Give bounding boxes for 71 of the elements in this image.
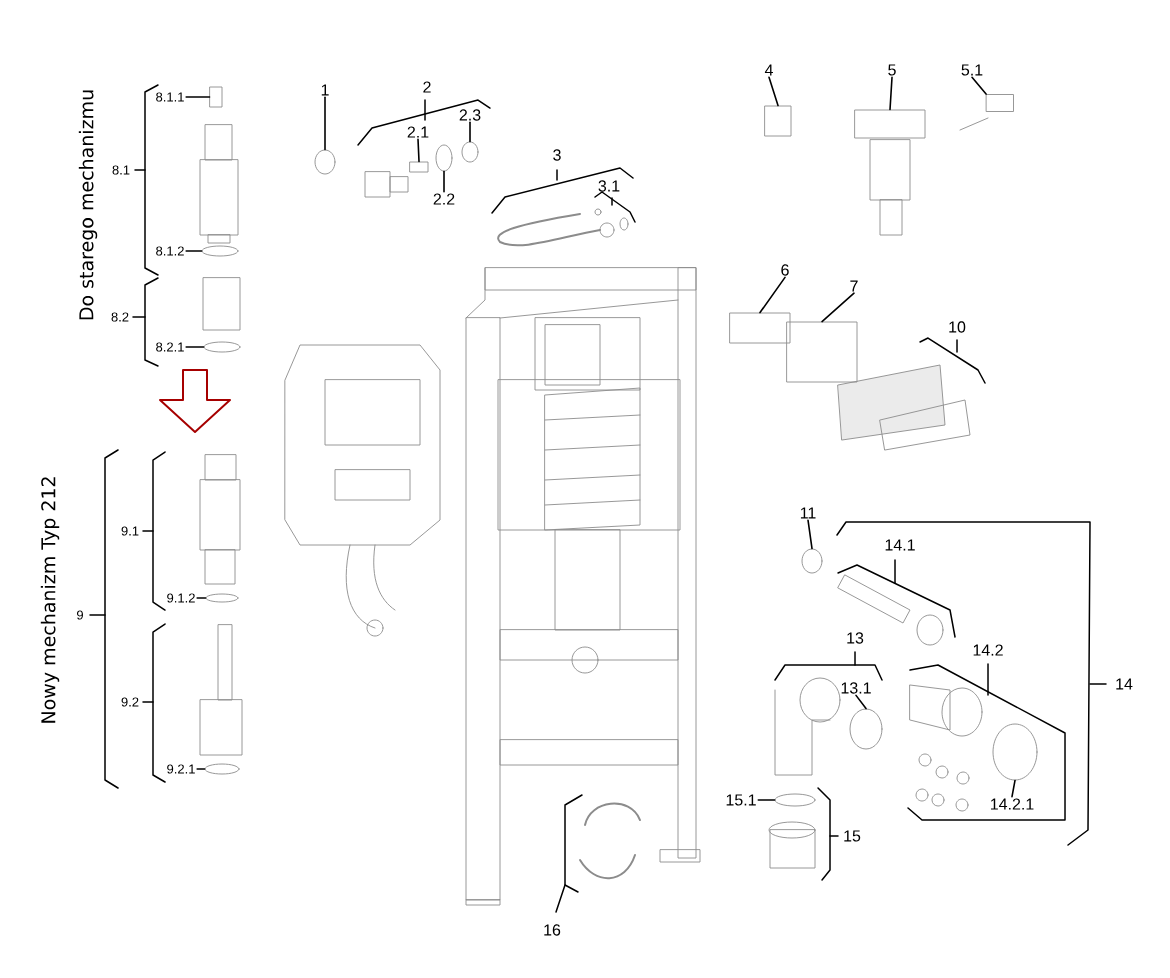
callout-number: 5.1 (961, 64, 983, 76)
callout-number: 14 (1116, 678, 1133, 690)
callout-number: 2.1 (407, 126, 429, 138)
callout-number: 3 (553, 149, 561, 161)
leader-line (196, 768, 206, 770)
callout-number: 13.1 (841, 682, 871, 694)
callout-number: 1 (321, 84, 329, 96)
leader-line (768, 76, 779, 107)
gasket-drawing (774, 793, 816, 807)
callout-number: 7 (850, 280, 858, 292)
leader-line (324, 96, 326, 151)
callout-number: 14.2 (973, 644, 1003, 656)
leader-line (185, 346, 205, 348)
leader-line (759, 276, 786, 314)
nut-drawing (461, 141, 479, 163)
callout-number: 9 (77, 610, 83, 620)
callout-number: 9.1 (121, 526, 139, 536)
callout-number: 6 (781, 264, 789, 276)
callout-number: 2.2 (433, 193, 455, 205)
callout-number: 4 (764, 64, 773, 76)
washer-drawing (204, 763, 240, 775)
heading: Nowy mechanizm Typ 212 (40, 477, 60, 723)
leader-line (807, 519, 813, 550)
callout-number: 16 (544, 924, 561, 936)
callout-number: 8.2 (111, 312, 129, 322)
callout-number: 9.2.1 (167, 764, 195, 774)
washer-drawing (201, 245, 239, 257)
leader-line (757, 799, 776, 801)
callout-number: 5 (888, 64, 896, 76)
callout-number: 13 (847, 632, 864, 644)
callout-number: 10 (949, 321, 966, 333)
mounting-plate-drawing (786, 321, 858, 383)
nipple-drawing (409, 161, 429, 173)
washer-drawing (205, 593, 239, 603)
bracket-part-drawing (729, 312, 791, 344)
leader-line (185, 250, 203, 252)
callout-number: 8.2.1 (156, 342, 184, 352)
leader-line (1011, 779, 1016, 798)
seal-ring-drawing (849, 708, 883, 750)
callout-number: 14.2.1 (991, 798, 1034, 810)
fill-valve-drawing (854, 109, 926, 139)
float-drawing (986, 94, 1014, 112)
clip-drawing (764, 105, 792, 137)
callout-number: 8.1.2 (156, 246, 184, 256)
washer-drawing (203, 341, 241, 353)
callout-number: 2 (423, 81, 431, 93)
leader-line (855, 694, 867, 710)
callout-number: 2.3 (459, 109, 481, 121)
cap-drawing (209, 86, 223, 108)
ring-drawing (992, 723, 1038, 781)
callout-number: 9.1.2 (167, 593, 195, 603)
heading: Do starego mechanizmu (78, 90, 98, 320)
leader-line (971, 76, 987, 95)
callout-number: 8.1 (112, 165, 130, 175)
callout-number: 15 (844, 830, 861, 842)
leader-line (443, 170, 445, 193)
callout-number: 3.1 (598, 180, 620, 192)
callout-number: 11 (800, 507, 816, 519)
leader-line (469, 121, 471, 143)
leader-line (185, 96, 211, 98)
cap-drawing (314, 149, 336, 175)
ring-drawing (435, 144, 453, 172)
leader-line (196, 597, 207, 599)
leader-line (417, 138, 420, 163)
callout-number: 15.1 (726, 794, 756, 806)
leader-line (821, 292, 855, 323)
callout-number: 9.2 (121, 697, 139, 707)
seal-ring-drawing (801, 548, 823, 574)
leader-line (889, 76, 893, 111)
callout-number: 8.1.1 (156, 92, 184, 102)
callout-number: 14.1 (885, 539, 915, 551)
